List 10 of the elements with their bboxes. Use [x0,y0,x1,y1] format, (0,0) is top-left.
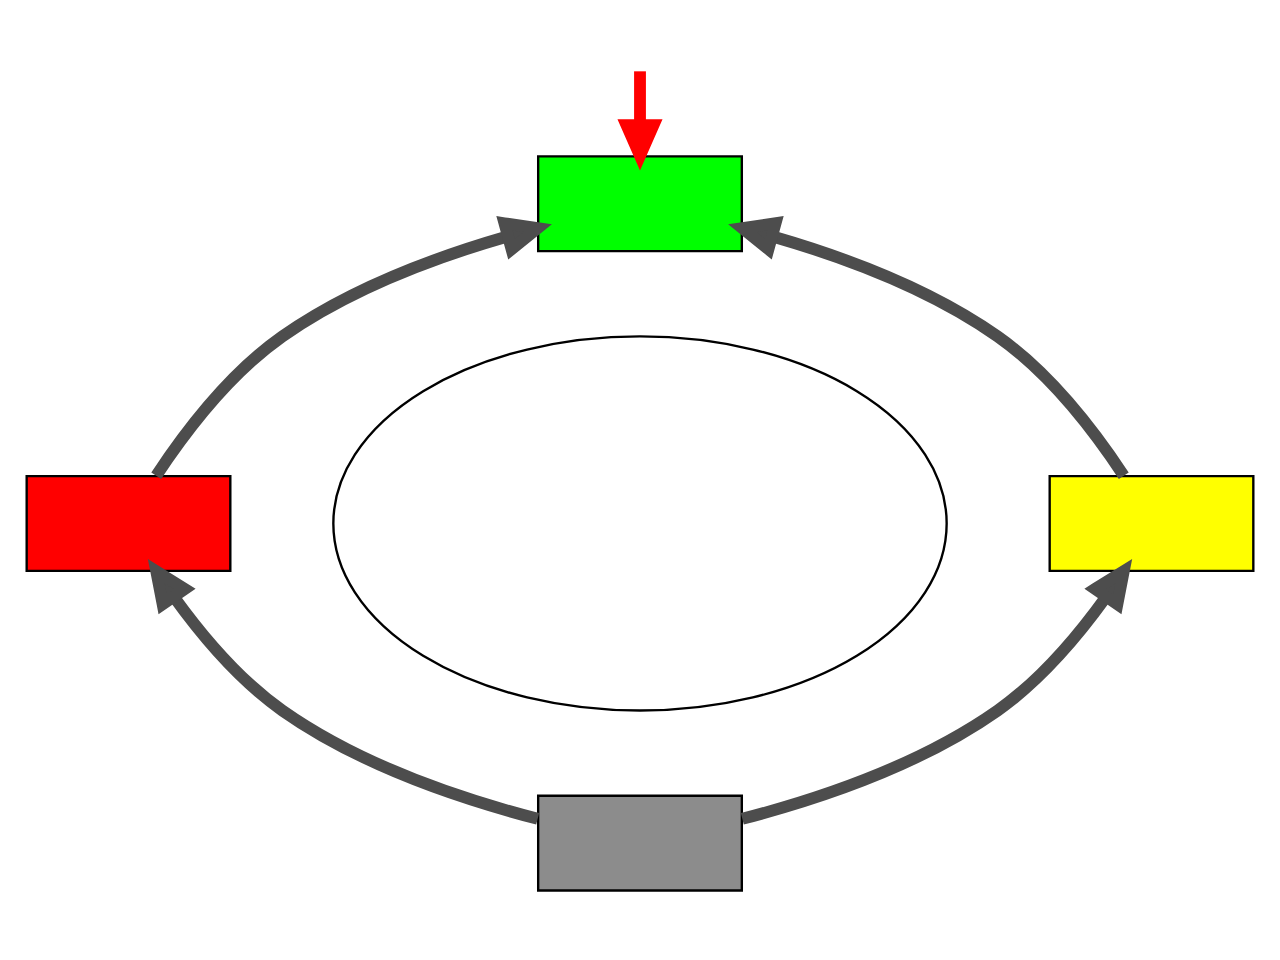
arrow [147,559,540,825]
arrow [617,71,663,171]
arrow [740,559,1133,825]
arrow [728,216,1129,479]
node-box [1048,474,1255,573]
node-box [25,474,232,573]
node-ellipse [332,335,948,712]
node-box [537,155,743,253]
node-box [537,794,743,892]
arrow [151,216,552,479]
